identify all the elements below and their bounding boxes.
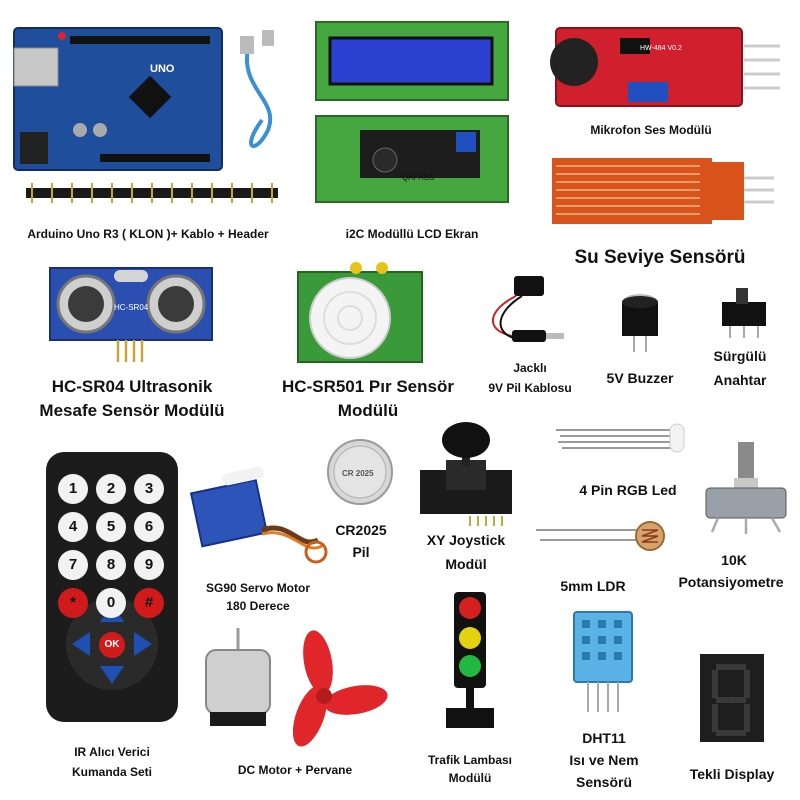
buzzer-label: 5V Buzzer (606, 370, 674, 386)
dht11-label-2: Isı ve Nem (569, 752, 639, 768)
remote-key-label: 9 (144, 556, 154, 573)
microphone-label: Mikrofon Ses Modülü (590, 123, 712, 137)
joystick-label-2: Modül (445, 556, 487, 572)
ldr-label: 5mm LDR (560, 578, 626, 594)
remote-key-label: 6 (144, 518, 154, 535)
rgb-led-label: 4 Pin RGB Led (579, 482, 677, 498)
remote-key-1: 1 (58, 474, 88, 504)
traffic-light-label-1: Trafik Lambası (427, 753, 513, 767)
slide-switch-label-1: Sürgülü (713, 348, 767, 364)
slide-switch-label-2: Anahtar (713, 372, 767, 388)
remote-key-8: 8 (96, 550, 126, 580)
remote-keypad: 1 2 3 4 5 6 7 8 9 * 0 # (58, 474, 168, 618)
pir-label-1: HC-SR501 Pır Sensör (282, 377, 454, 396)
lcd-brand-text: QAPASS (402, 173, 434, 182)
ultrasonic-label-1: HC-SR04 Ultrasonik (51, 377, 213, 396)
remote-key-label: # (144, 594, 154, 611)
dht11-label-3: Sensörü (575, 774, 632, 790)
servo-label-2: 180 Derece (226, 599, 290, 613)
remote-key-label: * (70, 594, 76, 611)
remote-ok-button: OK (99, 632, 125, 658)
remote-key-4: 4 (58, 512, 88, 542)
coin-brand-text: CR 2025 (342, 469, 374, 478)
remote-key-7: 7 (58, 550, 88, 580)
remote-key-label: 2 (106, 480, 116, 497)
dc-motor-label: DC Motor + Pervane (237, 763, 353, 777)
lcd-label: i2C Modüllü LCD Ekran (345, 227, 479, 241)
remote-key-label: 1 (68, 480, 78, 497)
remote-key-label: 7 (68, 556, 78, 573)
uno-text: UNO (150, 63, 175, 75)
remote-key-3: 3 (134, 474, 164, 504)
remote-key-5: 5 (96, 512, 126, 542)
ldr-code-text: 1 (646, 559, 647, 561)
coin-cell-label-1: CR2025 (335, 522, 387, 538)
display-label: Tekli Display (689, 766, 775, 782)
ultrasonic-model-text: HC-SR04 (114, 303, 149, 312)
ir-remote-label-2: Kumanda Seti (71, 765, 152, 779)
potentiometer-label-1: 10K (721, 552, 747, 568)
remote-key-9: 9 (134, 550, 164, 580)
joystick-label-1: XY Joystick (426, 532, 506, 548)
mic-model-text: HW-484 V0.2 (640, 45, 682, 52)
coin-cell-label-2: Pil (352, 544, 370, 560)
display-digit-text: 8 (728, 701, 730, 703)
remote-ok-label: OK (104, 639, 120, 650)
remote-key-label: 4 (68, 518, 78, 535)
traffic-light-label-2: Modülü (448, 771, 492, 785)
remote-key-6: 6 (134, 512, 164, 542)
pir-label-2: Modülü (337, 401, 399, 420)
remote-key-label: 0 (106, 594, 116, 611)
ultrasonic-label-2: Mesafe Sensör Modülü (39, 401, 225, 420)
battery-cable-label-1: Jacklı (513, 361, 547, 375)
remote-key-label: 3 (144, 480, 154, 497)
dht11-label-1: DHT11 (582, 730, 626, 746)
water-level-label: Su Seviye Sensörü (574, 247, 746, 268)
remote-key-hash: # (134, 588, 164, 618)
remote-key-label: 5 (106, 518, 116, 535)
ir-remote-label-1: IR Alıcı Verici (74, 745, 150, 759)
servo-label-1: SG90 Servo Motor (205, 581, 311, 595)
remote-key-2: 2 (96, 474, 126, 504)
remote-key-0: 0 (96, 588, 126, 618)
remote-key-label: 8 (106, 556, 116, 573)
battery-cable-label-2: 9V Pil Kablosu (488, 381, 572, 395)
arduino-label: Arduino Uno R3 ( KLON )+ Kablo + Header (27, 227, 269, 241)
potentiometer-label-2: Potansiyometre (678, 574, 784, 590)
remote-key-star: * (58, 588, 88, 618)
